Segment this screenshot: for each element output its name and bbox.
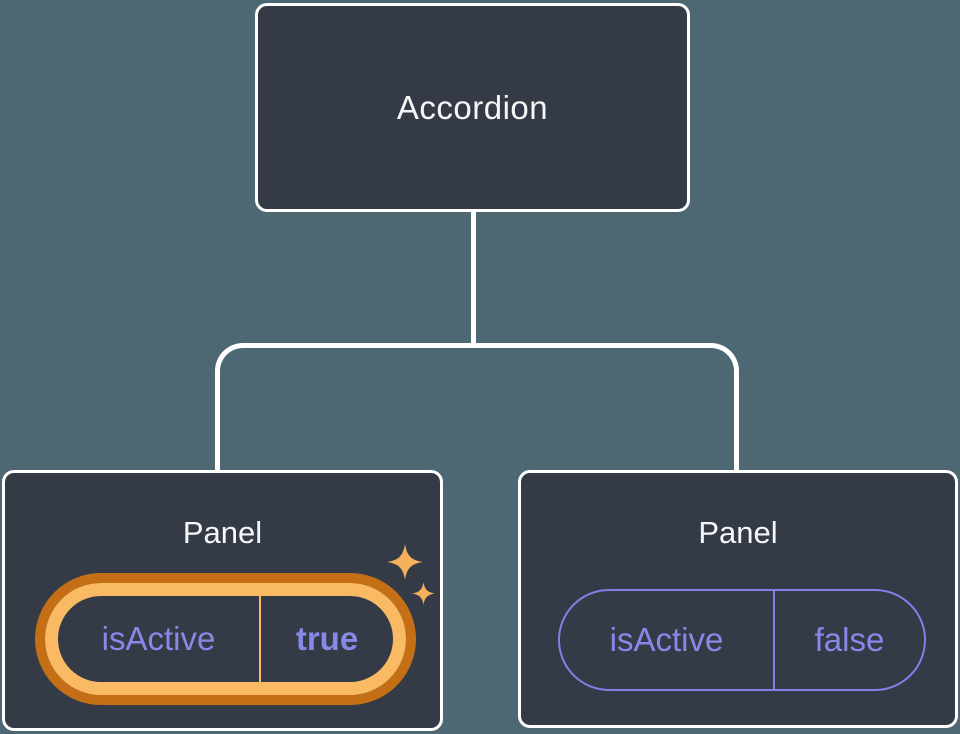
state-key: isActive [101,620,216,657]
state-key: isActive [609,621,724,658]
tree-node-accordion: Accordion [255,3,690,212]
state-pill-inactive: isActive false [558,589,926,691]
state-pill-active: isActive true [35,573,416,705]
state-value: false [772,591,924,689]
sparkle-icon [387,544,423,580]
connector-stem [471,211,476,345]
state-value: true [259,596,393,682]
connector-branch [215,343,739,471]
state-pill-active-ring: isActive true [45,583,406,695]
sparkle-icon [412,582,435,605]
tree-node-panel-active: Panel isActive true [2,470,443,731]
tree-node-panel-inactive: Panel isActive false [518,470,958,728]
panel-node-label: Panel [698,515,778,550]
panel-node-label: Panel [182,515,263,550]
accordion-node-label: Accordion [396,88,549,126]
